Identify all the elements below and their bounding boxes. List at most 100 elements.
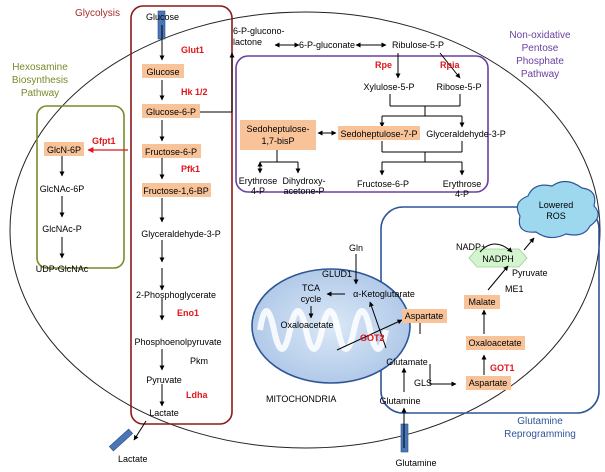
box-glcn6p xyxy=(44,142,84,156)
nadp-plus: NADP+ xyxy=(456,242,486,252)
box-f16bp xyxy=(142,183,211,197)
glucose: Glucose xyxy=(146,67,179,77)
fructose-1-6-bp: Fructose-1,6-BP xyxy=(143,186,209,196)
glucose-6-p: Glucose-6-P xyxy=(146,107,196,117)
glucose-extracellular: Glucose xyxy=(146,12,179,22)
sedoheptulose-7-p: Sedoheptulose-7-P xyxy=(340,129,417,139)
oxaloacetate-mito: Oxaloacetate xyxy=(280,320,333,330)
aspartate-cyto: Aspartate xyxy=(469,378,508,388)
glycolysis-frame xyxy=(130,5,233,425)
enzyme-gfpt1: Gfpt1 xyxy=(92,136,116,146)
box-glucose xyxy=(142,64,184,78)
erythrose-4-p-2a: Erythrose xyxy=(443,179,482,189)
enzyme-rpe: Rpe xyxy=(375,60,392,70)
box-oaa xyxy=(466,336,525,350)
erythrose-4-p-1a: Erythrose xyxy=(239,176,278,186)
mitochondria-label: MITOCHONDRIA xyxy=(266,394,336,404)
lactate-extracellular: Lactate xyxy=(118,454,148,464)
enzyme-gls: GLS xyxy=(414,378,432,388)
glutamine-mito: Glutamine xyxy=(379,396,420,406)
6-p-glucono-lactone-2: lactone xyxy=(233,37,262,47)
pyruvate: Pyruvate xyxy=(146,375,182,385)
nadph: NADPH xyxy=(482,254,514,264)
arrow xyxy=(487,265,509,291)
enzyme-pkm: Pkm xyxy=(190,356,208,366)
xylulose-5-p: Xylulose-5-P xyxy=(363,82,414,92)
arrow xyxy=(133,420,147,441)
glyceraldehyde-3-p: Glyceraldehyde-3-P xyxy=(141,229,221,239)
pyruvate-cyto: Pyruvate xyxy=(512,268,548,278)
tca-label-1: TCA xyxy=(302,283,320,293)
ros-cloud xyxy=(516,180,599,239)
6-p-gluconate: 6-P-gluconate xyxy=(299,40,355,50)
arrow xyxy=(439,52,461,79)
glutamine-extracellular: Glutamine xyxy=(395,458,436,468)
enzyme-hk: Hk 1/2 xyxy=(181,87,208,97)
gln: Gln xyxy=(349,243,363,253)
pentose-title-2: Pentose xyxy=(522,43,559,54)
ros-label-1: Lowered xyxy=(539,200,574,210)
hexosamine-title-1: Hexosamine xyxy=(12,62,68,73)
enzyme-me1: ME1 xyxy=(505,284,524,294)
sedoheptulose-1-7-bisp-1: Sedoheptulose- xyxy=(246,124,309,134)
hexosamine-frame xyxy=(36,105,125,269)
phosphoenolpyruvate: Phosphoenolpyruvate xyxy=(134,337,221,347)
enzyme-pfk1: Pfk1 xyxy=(181,164,200,174)
fructose-6-p: Fructose-6-P xyxy=(145,147,197,157)
arrow xyxy=(369,301,387,349)
arrow xyxy=(479,243,513,253)
sedoheptulose-1-7-bisp-2: 1,7-bisP xyxy=(261,136,294,146)
enzyme-glut1: Glut1 xyxy=(181,45,204,55)
arrow xyxy=(429,364,457,387)
arrow xyxy=(336,319,403,351)
hexosamine-title-2: Biosynthesis xyxy=(12,75,68,86)
6-p-glucono-lactone-1: 6-P-glucono- xyxy=(233,26,285,36)
tca-label-2: cycle xyxy=(301,294,322,304)
glyceraldehyde-3-p-pp: Glyceraldehyde-3-P xyxy=(426,129,506,139)
glutamine-title-2: Reprogramming xyxy=(504,429,576,440)
ribulose-5-p: Ribulose-5-P xyxy=(392,40,444,50)
pentose-title-4: Pathway xyxy=(521,69,559,80)
box-sedo7 xyxy=(338,126,420,140)
pentose-title-1: Non-oxidative xyxy=(509,30,571,41)
box-f6p xyxy=(142,144,201,158)
alpha-ketoglutarate: α-Ketoglutarate xyxy=(353,289,415,299)
lactate: Lactate xyxy=(149,408,179,418)
glcn-6p: GlcN-6P xyxy=(47,145,81,155)
lactate-transporter xyxy=(108,428,134,452)
fructose-6-p-pp: Fructose-6-P xyxy=(357,179,409,189)
dihydroxyacetone-p-1: Dihydroxy- xyxy=(282,176,325,186)
pentose-frame xyxy=(235,55,489,193)
dihydroxyacetone-p-2: acetone-P xyxy=(283,186,324,196)
glycolysis-title: Glycolysis xyxy=(75,8,120,19)
enzyme-rpia: Rpia xyxy=(440,60,460,70)
enzyme-ldha: Ldha xyxy=(186,390,208,400)
box-malate xyxy=(464,295,500,309)
enzyme-got2: GOT2 xyxy=(360,333,385,343)
nadph-shape xyxy=(468,248,528,268)
box-aspartate xyxy=(466,376,511,390)
arrow xyxy=(199,52,235,113)
glcnac-6p: GlcNAc-6P xyxy=(40,184,85,194)
malate: Malate xyxy=(468,297,495,307)
erythrose-4-p-2b: 4-P xyxy=(455,189,469,199)
box-g6p xyxy=(142,104,200,118)
ribose-5-p: Ribose-5-P xyxy=(436,82,481,92)
enzyme-eno1: Eno1 xyxy=(177,308,199,318)
box-aspartate-mito xyxy=(402,309,447,323)
2-phosphoglycerate: 2-Phosphoglycerate xyxy=(136,290,216,300)
ros-label-2: ROS xyxy=(546,211,566,221)
enzyme-got1: GOT1 xyxy=(490,363,515,373)
enzyme-glud1: GLUD1 xyxy=(322,269,352,279)
oxaloacetate-cyto: Oxaloacetate xyxy=(468,338,521,348)
glcnac-p: GlcNAc-P xyxy=(42,224,82,234)
cell-membrane xyxy=(9,11,601,449)
box-sedo17 xyxy=(240,120,316,150)
glutamate: Glutamate xyxy=(386,357,428,367)
mitochondrion xyxy=(251,268,411,384)
aspartate-mito: Aspartate xyxy=(405,311,444,321)
pentose-title-3: Phosphate xyxy=(516,56,564,67)
glutamine-title-1: Glutamine xyxy=(517,416,563,427)
